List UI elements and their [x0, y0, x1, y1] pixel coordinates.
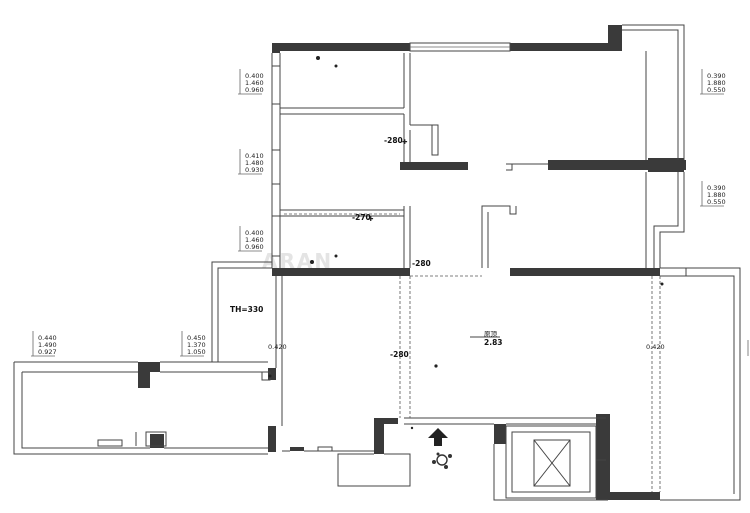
svg-text:0.927: 0.927 — [38, 348, 57, 356]
svg-text:0.930: 0.930 — [245, 166, 264, 174]
window-spec: 0.390 1.880 0.550 — [700, 181, 726, 207]
th-label: TH=330 — [230, 305, 263, 314]
svg-text:0.390: 0.390 — [707, 72, 726, 80]
dimension-label: 0.420 — [646, 343, 665, 351]
dimension-label: 0.420 — [268, 343, 287, 351]
level-label: -280 — [390, 350, 409, 359]
svg-text:0.550: 0.550 — [707, 198, 726, 206]
level-label: -280 — [384, 136, 403, 145]
window-spec: 0.450 1.370 1.050 — [180, 331, 206, 357]
svg-text:0.960: 0.960 — [245, 243, 264, 251]
svg-text:0.390: 0.390 — [707, 184, 726, 192]
svg-text:1.460: 1.460 — [245, 79, 264, 87]
walls — [138, 25, 686, 500]
elevator-x-icon — [533, 439, 571, 487]
ceiling-name: 原顶 — [484, 330, 498, 338]
window-spec: 0.440 1.490 0.927 — [31, 331, 57, 357]
svg-text:0.550: 0.550 — [707, 86, 726, 94]
window-spec: 0.390 1.880 0.550 — [700, 69, 726, 95]
door-person-icon — [432, 452, 452, 469]
svg-text:✚: ✚ — [368, 215, 374, 223]
svg-text:0.440: 0.440 — [38, 334, 57, 342]
svg-text:1.370: 1.370 — [187, 341, 206, 349]
level-label: -280 — [412, 259, 431, 268]
svg-text:1.880: 1.880 — [707, 191, 726, 199]
svg-text:0.410: 0.410 — [245, 152, 264, 160]
ceiling-height: 2.83 — [484, 338, 503, 347]
svg-text:1.490: 1.490 — [38, 341, 57, 349]
window-spec: 0.400 1.460 0.960 — [238, 226, 264, 252]
svg-text:1.480: 1.480 — [245, 159, 264, 167]
svg-text:0.400: 0.400 — [245, 229, 264, 237]
level-label: -270 — [352, 213, 371, 222]
light-points — [268, 56, 664, 430]
level-markers: -280 ✚ -270 ✚ -280 -280 — [352, 136, 431, 359]
svg-text:0.400: 0.400 — [245, 72, 264, 80]
thin-lines — [13, 24, 749, 501]
entry-arrow-icon — [428, 428, 448, 446]
window-spec: 0.400 1.460 0.960 — [238, 69, 264, 95]
svg-text:0.450: 0.450 — [187, 334, 206, 342]
window-spec: 0.410 1.480 0.930 — [238, 149, 264, 175]
svg-text:1.880: 1.880 — [707, 79, 726, 87]
svg-text:1.050: 1.050 — [187, 348, 206, 356]
svg-text:✚: ✚ — [402, 138, 408, 146]
svg-text:1.460: 1.460 — [245, 236, 264, 244]
svg-text:0.960: 0.960 — [245, 86, 264, 94]
